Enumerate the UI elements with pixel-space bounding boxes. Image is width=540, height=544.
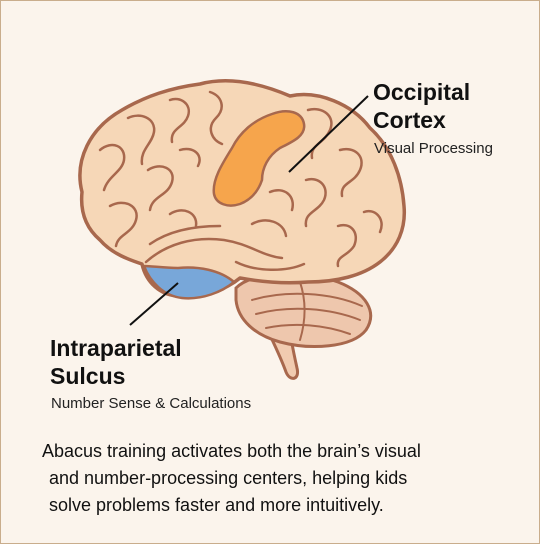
caption-line-1: Abacus training activates both the brain… — [42, 441, 421, 461]
intraparietal-subtitle: Number Sense & Calculations — [51, 395, 252, 412]
occipital-leader-line — [288, 95, 369, 173]
intraparietal-title-line1: Intraparietal — [50, 335, 182, 361]
occipital-cortex-label: Occipital Cortex — [373, 78, 470, 134]
caption-line-2: and number-processing centers, helping k… — [49, 468, 408, 488]
intraparietal-sulcus-label: Intraparietal Sulcus — [50, 334, 182, 390]
caption-line-3: solve problems faster and more intuitive… — [49, 495, 384, 515]
cerebellum — [234, 272, 373, 348]
occipital-region — [212, 110, 306, 207]
caption-text: Abacus training activates both the brain… — [42, 438, 512, 519]
occipital-subtitle: Visual Processing — [374, 140, 493, 157]
occipital-title-line1: Occipital — [373, 79, 471, 105]
occipital-title-line2: Cortex — [373, 107, 446, 133]
intraparietal-leader-line — [129, 282, 179, 326]
intraparietal-title-line2: Sulcus — [50, 363, 126, 389]
